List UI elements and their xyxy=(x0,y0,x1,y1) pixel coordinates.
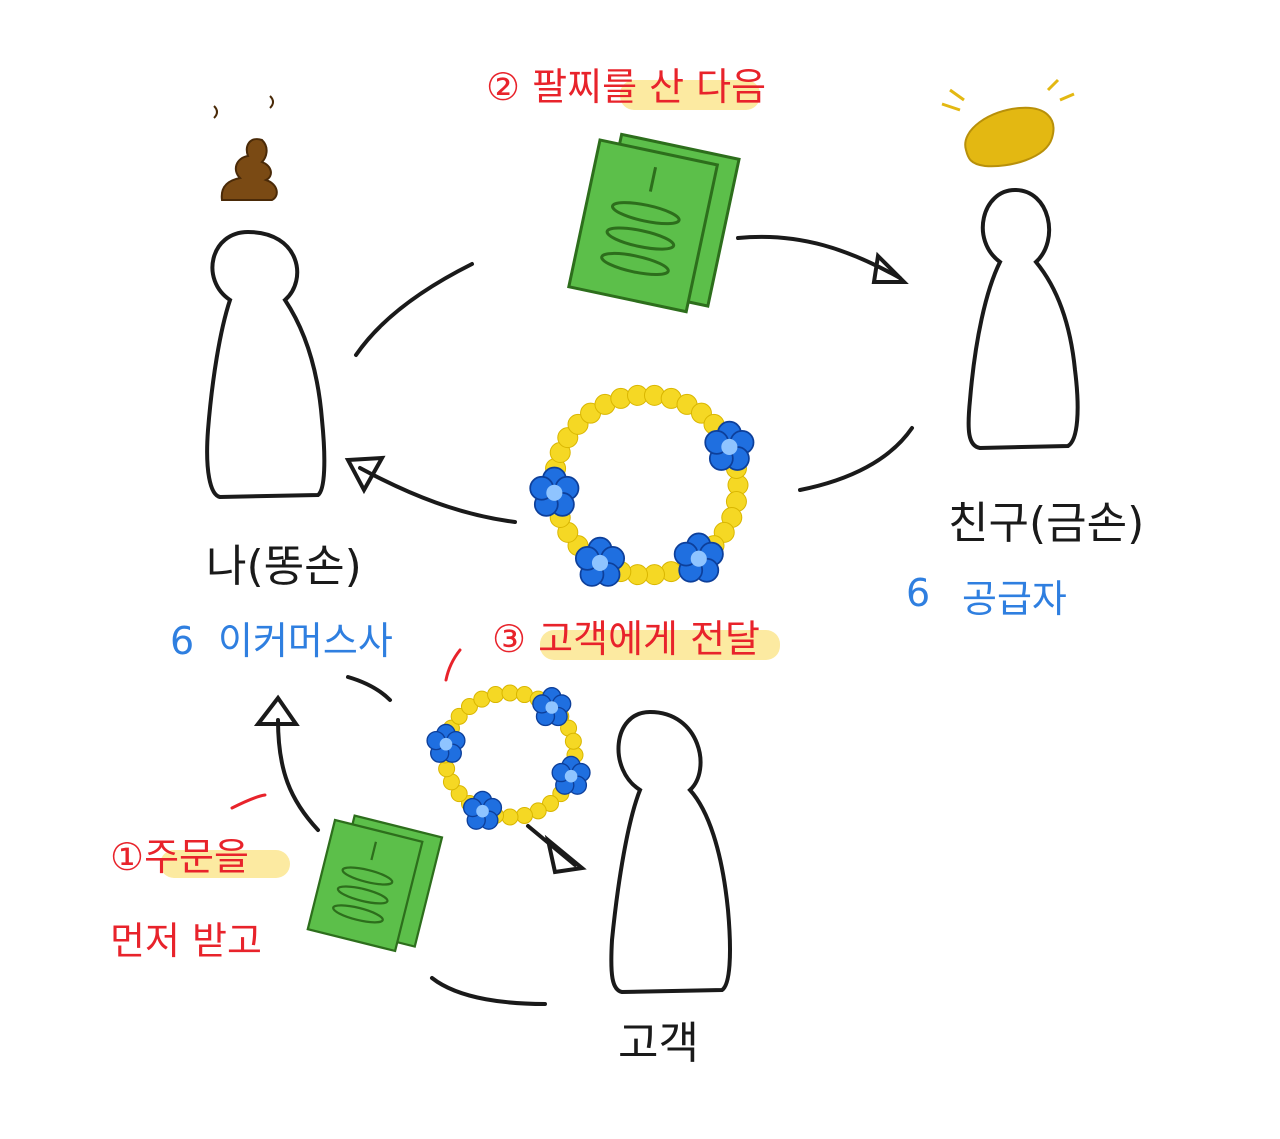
bead xyxy=(542,794,560,812)
person-friend xyxy=(966,187,1080,451)
bead xyxy=(515,806,533,824)
bead xyxy=(501,808,519,826)
poop-icon xyxy=(213,95,278,201)
cycle-arrows xyxy=(230,234,914,1006)
gold-icon xyxy=(941,78,1075,168)
person-customer xyxy=(609,709,732,995)
friend-label: 친구(금손) xyxy=(948,498,1145,549)
step1-label-line1: ①주문을 xyxy=(110,835,249,879)
bead xyxy=(450,785,468,803)
me-role-mark: 6 xyxy=(170,619,195,663)
bracelet-icon-small xyxy=(426,684,591,830)
friend-role-mark: 6 xyxy=(906,571,931,615)
friend-role: 공급자 xyxy=(962,577,1067,621)
flower-icon xyxy=(529,466,580,517)
step1-label-line2: 먼저 받고 xyxy=(110,919,262,963)
customer-label: 고객 xyxy=(618,1018,699,1069)
bracelet-icon-large xyxy=(529,384,755,587)
me-label: 나(똥손) xyxy=(206,541,362,592)
me-role: 이커머스사 xyxy=(218,619,393,663)
cash-icon-bottom xyxy=(306,814,444,953)
step2-label: ② 팔찌를 산 다음 xyxy=(486,65,767,109)
bead xyxy=(564,732,582,750)
bead xyxy=(487,686,505,704)
cash-icon-top xyxy=(567,132,741,314)
person-me xyxy=(205,229,327,500)
flower-icon xyxy=(551,755,591,795)
bead xyxy=(450,707,468,725)
step3-label: ③ 고객에게 전달 xyxy=(492,617,760,661)
bead xyxy=(501,684,519,702)
bead xyxy=(460,698,478,716)
